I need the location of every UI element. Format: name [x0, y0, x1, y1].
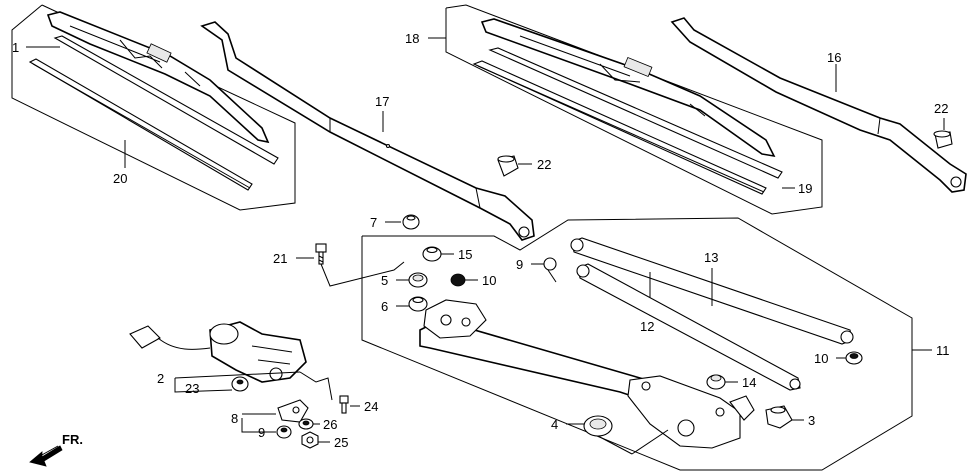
- callout-4: 4: [551, 417, 558, 432]
- callout-5: 5: [381, 273, 388, 288]
- pivot-left: [423, 299, 487, 339]
- bolt-24: [339, 395, 349, 414]
- callout-1: 1: [12, 40, 19, 55]
- callout-26: 26: [323, 417, 337, 432]
- callout-12: 12: [640, 319, 654, 334]
- right-wiper-arm-group: 16: [670, 17, 967, 193]
- callout-17: 17: [375, 94, 389, 109]
- left-blade-refill-1: [53, 35, 279, 165]
- callout-19: 19: [798, 181, 812, 196]
- linkage-box: [361, 217, 913, 471]
- left-blade-box: [11, 4, 296, 211]
- callout-20: 20: [113, 171, 127, 186]
- callout-22-left: 22: [537, 157, 551, 172]
- callout-9-lower: 9: [258, 425, 265, 440]
- callout-9-upper: 9: [516, 257, 523, 272]
- callout-21: 21: [273, 251, 287, 266]
- left-blade-group: 1 20: [11, 4, 296, 211]
- callout-3: 3: [808, 413, 815, 428]
- callout-10-lower: 10: [814, 351, 828, 366]
- right-wiper-blade: [480, 18, 776, 158]
- callout-16: 16: [827, 50, 841, 65]
- pivot-right: [627, 375, 741, 449]
- callout-11: 11: [936, 343, 950, 358]
- link-rod-13: [577, 263, 801, 391]
- callout-24: 24: [364, 399, 378, 414]
- left-wiper-arm-group: 17: [200, 21, 535, 241]
- right-blade-box: [445, 4, 823, 215]
- right-blade-refill-1: [488, 47, 783, 179]
- callout-22-right: 22: [934, 101, 948, 116]
- front-direction-arrow: FR.: [29, 432, 83, 467]
- nut-9-upper: [543, 257, 557, 271]
- arm-cap-left: 22: [497, 155, 551, 177]
- callout-15: 15: [458, 247, 472, 262]
- callout-10-upper: 10: [482, 273, 496, 288]
- callout-18: 18: [405, 31, 419, 46]
- callout-13: 13: [704, 250, 718, 265]
- bolt-21: [315, 243, 327, 265]
- arrow-icon: [29, 445, 63, 467]
- callout-8: 8: [231, 411, 238, 426]
- left-wiper-blade: [46, 11, 270, 144]
- arm-cap-right: 22: [933, 101, 953, 149]
- small-parts: 7 15 5 10 6 9 10 14: [273, 214, 863, 455]
- motor-connector: [129, 325, 161, 349]
- linkage-group: 11 12 13: [361, 217, 950, 471]
- callout-7: 7: [370, 215, 377, 230]
- callout-23: 23: [185, 381, 199, 396]
- direction-label: FR.: [62, 432, 83, 447]
- callout-14: 14: [742, 375, 756, 390]
- nut-10-upper: [450, 273, 466, 287]
- callout-6: 6: [381, 299, 388, 314]
- right-blade-group: 18 19: [405, 4, 823, 215]
- callout-2: 2: [157, 371, 164, 386]
- callout-25: 25: [334, 435, 348, 450]
- left-wiper-arm: [200, 21, 535, 241]
- motor-group: 2 23 8 9 24 26 25: [129, 321, 378, 450]
- right-wiper-arm: [670, 17, 967, 193]
